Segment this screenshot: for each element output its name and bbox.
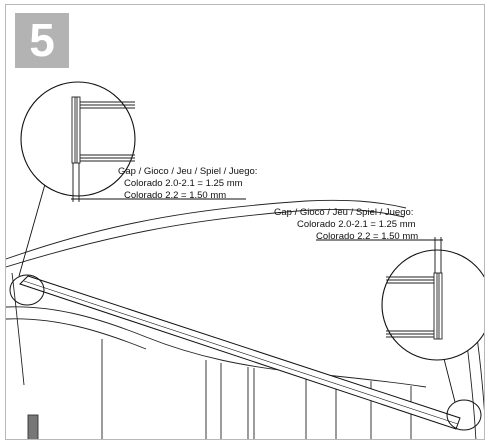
- detail-circle-left: [20, 81, 246, 202]
- callout-right-line2: Colorado 2.2 = 1.50 mm: [316, 231, 418, 242]
- detail-circle-right: [316, 237, 484, 361]
- callout-right-title: Gap / Gioco / Jeu / Spiel / Juego:: [274, 207, 413, 218]
- diagonal-strip: [19, 275, 461, 430]
- callout-left-title: Gap / Gioco / Jeu / Spiel / Juego:: [118, 166, 257, 177]
- gap-callout-right: Gap / Gioco / Jeu / Spiel / Juego: Color…: [274, 207, 418, 242]
- end-marker-circles: [9, 274, 482, 431]
- instruction-panel: Gap / Gioco / Jeu / Spiel / Juego: Color…: [5, 4, 485, 440]
- gap-callout-left: Gap / Gioco / Jeu / Spiel / Juego: Color…: [118, 166, 257, 201]
- callout-left-line1: Colorado 2.0-2.1 = 1.25 mm: [124, 178, 243, 189]
- callout-left-line2: Colorado 2.2 = 1.50 mm: [124, 190, 226, 201]
- callout-right-line1: Colorado 2.0-2.1 = 1.25 mm: [297, 219, 416, 230]
- assembly-drawing: Gap / Gioco / Jeu / Spiel / Juego: Color…: [6, 81, 484, 439]
- step-number-badge: 5: [15, 13, 69, 68]
